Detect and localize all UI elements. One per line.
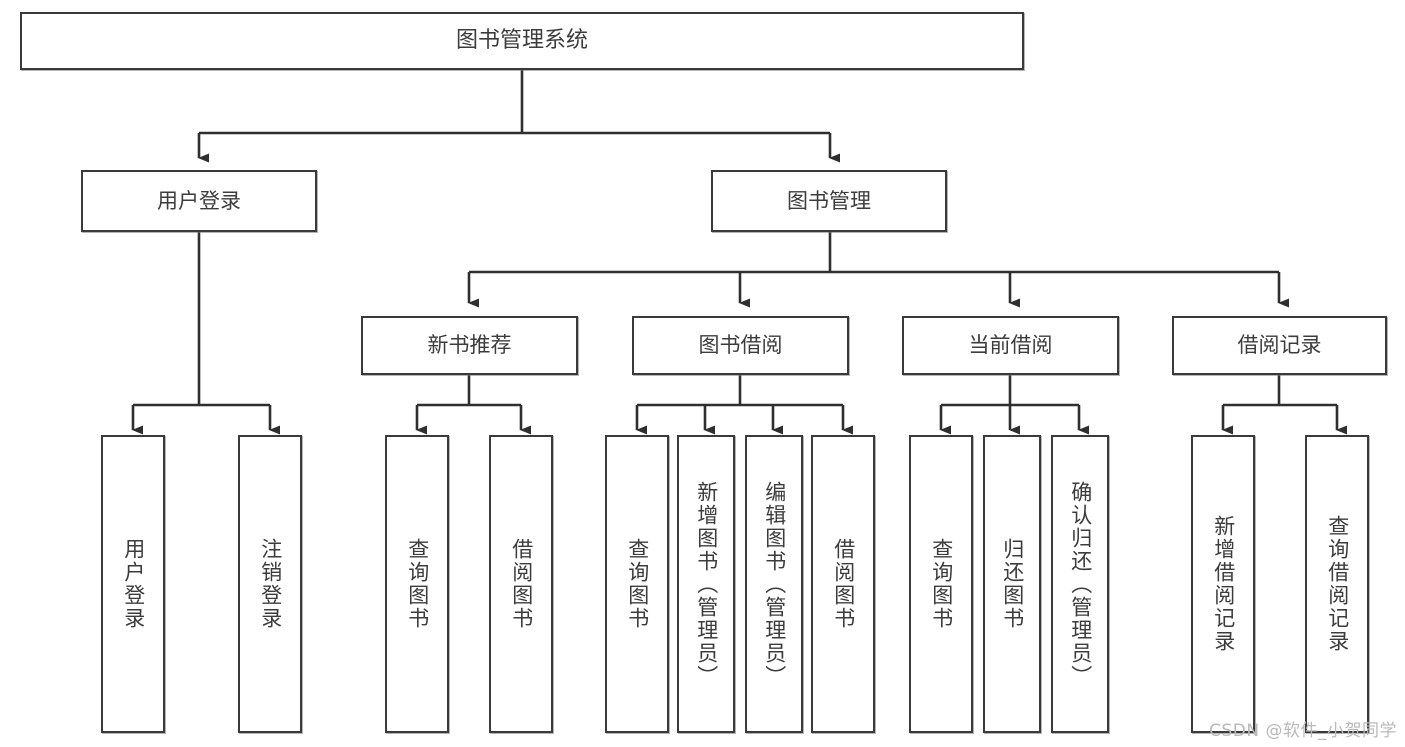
node-label: 确认归还（管理员） bbox=[1068, 480, 1093, 688]
node-label: 查询图书 bbox=[929, 538, 954, 630]
node-label: 当前借阅 bbox=[968, 333, 1053, 358]
leaf-current-borrow-query-book[interactable]: 查询图书 bbox=[909, 435, 973, 733]
node-label: 图书借阅 bbox=[698, 333, 783, 358]
node-book-borrow[interactable]: 图书借阅 bbox=[632, 316, 849, 375]
leaf-new-book-borrow-book[interactable]: 借阅图书 bbox=[489, 435, 553, 733]
leaf-book-borrow-query-book[interactable]: 查询图书 bbox=[605, 435, 669, 733]
leaf-current-borrow-return-book[interactable]: 归还图书 bbox=[983, 435, 1041, 733]
node-label: 用户登录 bbox=[121, 538, 146, 630]
node-new-book-recommend[interactable]: 新书推荐 bbox=[361, 316, 578, 375]
leaf-user-login-login[interactable]: 用户登录 bbox=[101, 435, 165, 733]
watermark-text: CSDN @软件_小贺同学 bbox=[1209, 721, 1397, 741]
node-label: 图书管理系统 bbox=[455, 28, 588, 54]
leaf-new-book-query-book[interactable]: 查询图书 bbox=[385, 435, 449, 733]
leaf-current-borrow-confirm-return-admin[interactable]: 确认归还（管理员） bbox=[1051, 435, 1109, 733]
node-borrow-record[interactable]: 借阅记录 bbox=[1172, 316, 1387, 375]
node-label: 查询图书 bbox=[405, 538, 430, 630]
node-label: 注销登录 bbox=[258, 538, 283, 630]
leaf-book-borrow-add-book-admin[interactable]: 新增图书（管理员） bbox=[677, 435, 735, 733]
node-label: 借阅图书 bbox=[509, 538, 534, 630]
node-label: 图书管理 bbox=[787, 188, 871, 213]
leaf-borrow-record-query-record[interactable]: 查询借阅记录 bbox=[1305, 435, 1369, 733]
node-book-management[interactable]: 图书管理 bbox=[711, 170, 947, 232]
node-label: 新增借阅记录 bbox=[1211, 515, 1236, 653]
node-root-book-management-system[interactable]: 图书管理系统 bbox=[20, 12, 1024, 70]
leaf-borrow-record-add-record[interactable]: 新增借阅记录 bbox=[1191, 435, 1255, 733]
leaf-book-borrow-edit-book-admin[interactable]: 编辑图书（管理员） bbox=[745, 435, 803, 733]
node-label: 用户登录 bbox=[157, 188, 241, 213]
node-label: 查询图书 bbox=[625, 538, 650, 630]
node-label: 新增图书（管理员） bbox=[694, 480, 719, 688]
node-current-borrow[interactable]: 当前借阅 bbox=[902, 316, 1119, 375]
node-label: 查询借阅记录 bbox=[1325, 515, 1350, 653]
node-label: 归还图书 bbox=[1000, 538, 1025, 630]
node-label: 借阅图书 bbox=[831, 538, 856, 630]
leaf-user-login-logout[interactable]: 注销登录 bbox=[238, 435, 302, 733]
node-label: 新书推荐 bbox=[427, 333, 512, 358]
leaf-book-borrow-borrow-book[interactable]: 借阅图书 bbox=[811, 435, 875, 733]
node-label: 编辑图书（管理员） bbox=[762, 480, 787, 688]
node-label: 借阅记录 bbox=[1237, 333, 1322, 358]
node-user-login[interactable]: 用户登录 bbox=[81, 170, 317, 232]
